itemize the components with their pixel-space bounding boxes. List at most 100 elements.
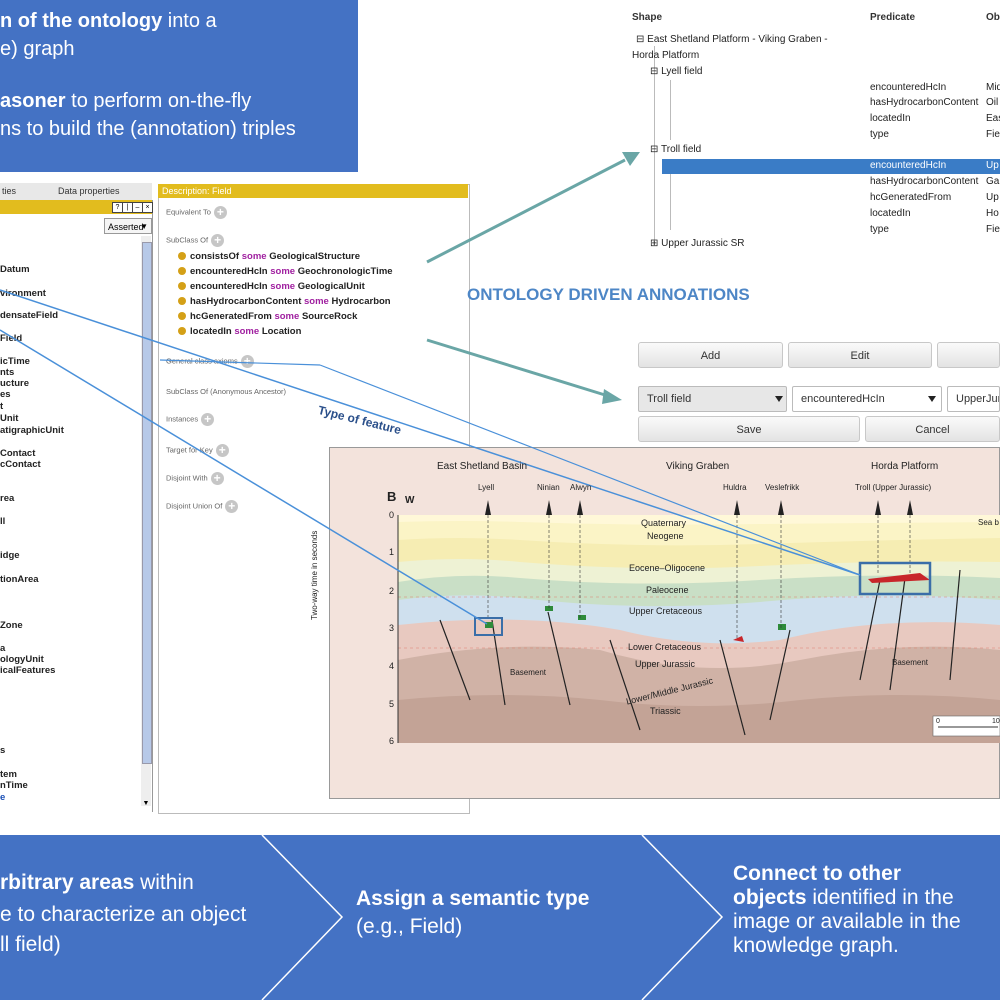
object-cell-selected[interactable]: Up [986, 160, 999, 171]
subclass-anon-section: SubClass Of (Anonymous Ancestor) [166, 387, 287, 396]
add-disjoint-union-icon[interactable]: + [225, 500, 239, 513]
predicate-cell-selected[interactable]: encounteredHcIn [870, 160, 947, 171]
delete-button[interactable] [937, 342, 1000, 368]
class-tree-item[interactable]: ll [0, 516, 6, 527]
tree-node-root[interactable]: ⊟ East Shetland Platform - Viking Graben… [636, 34, 828, 45]
predicate-cell[interactable]: hcGeneratedFrom [870, 192, 952, 203]
class-tree-item[interactable]: atigraphicUnit [0, 425, 64, 436]
add-disjoint-icon[interactable]: + [210, 472, 224, 485]
y-tick: 1 [389, 547, 395, 557]
column-header-object[interactable]: Ob [986, 12, 1000, 23]
class-tree-item[interactable]: cContact [0, 459, 41, 470]
annotation-box-troll[interactable] [858, 561, 932, 596]
layer-label: Eocene–Oligocene [629, 563, 706, 573]
class-tree-item[interactable]: e [0, 792, 6, 803]
class-tree-item[interactable]: idge [0, 550, 20, 561]
step-2-line-1: Assign a semantic type [356, 887, 590, 910]
scroll-down-icon[interactable]: ▼ [142, 800, 150, 807]
add-instance-icon[interactable]: + [201, 413, 215, 426]
axiom-row[interactable]: locatedIn some Location [178, 326, 301, 337]
axiom-row[interactable]: encounteredHcIn some GeochronologicTime [178, 266, 393, 277]
class-tree-item[interactable]: densateField [0, 310, 59, 321]
object-cell[interactable]: Fie [986, 129, 1000, 140]
class-scrollbar-thumb[interactable] [142, 242, 152, 764]
axiom-row[interactable]: hcGeneratedFrom some SourceRock [178, 311, 357, 322]
column-header-predicate[interactable]: Predicate [870, 12, 916, 23]
class-tree-item[interactable]: Field [0, 333, 23, 344]
object-cell[interactable]: Fie [986, 224, 1000, 235]
class-tree-item[interactable]: tionArea [0, 574, 39, 585]
predicate-select[interactable]: encounteredHcIn [792, 386, 942, 412]
class-expression-icon [178, 252, 186, 261]
object-cell[interactable]: Eas [986, 113, 1000, 124]
add-subclass-icon[interactable]: + [211, 234, 225, 247]
class-tree-item[interactable]: es [0, 389, 11, 400]
object-cell[interactable]: Ga [986, 176, 1000, 187]
predicate-cell[interactable]: locatedIn [870, 113, 911, 124]
add-button[interactable]: Add [638, 342, 783, 368]
selected-row-highlight[interactable] [662, 159, 1000, 174]
predicate-cell[interactable]: type [870, 129, 889, 140]
object-cell[interactable]: Up [986, 192, 999, 203]
class-tree-item[interactable]: rea [0, 493, 15, 504]
add-key-icon[interactable]: + [215, 444, 229, 457]
collapse-icon[interactable]: ⊟ [636, 34, 645, 45]
class-tree-item[interactable]: a [0, 643, 6, 654]
close-icon[interactable]: × [142, 202, 153, 213]
sea-bed-label: Sea b [978, 518, 999, 527]
class-tree-item[interactable]: ologyUnit [0, 654, 44, 665]
tree-node-lyell[interactable]: ⊟ Lyell field [650, 66, 703, 77]
process-steps-bar [0, 835, 1000, 1000]
cancel-button[interactable]: Cancel [865, 416, 1000, 442]
add-general-axiom-icon[interactable]: + [240, 355, 254, 368]
collapse-icon[interactable]: ⊟ [650, 144, 659, 155]
tree-node-upper-jurassic-sr[interactable]: ⊞ Upper Jurassic SR [650, 238, 745, 249]
subject-select[interactable]: Troll field [638, 386, 787, 412]
predicate-cell[interactable]: encounteredHcIn [870, 82, 947, 93]
save-button[interactable]: Save [638, 416, 860, 442]
class-tree-item[interactable]: nTime [0, 780, 28, 791]
disjoint-with-section: Disjoint With+ [166, 472, 224, 485]
object-cell[interactable]: Mid [986, 82, 1000, 93]
predicate-cell[interactable]: type [870, 224, 889, 235]
well-icon [485, 500, 491, 515]
annotation-box-lyell[interactable] [474, 617, 503, 636]
object-select[interactable]: UpperJur [947, 386, 1000, 412]
predicate-cell[interactable]: hasHydrocarbonContent [870, 176, 979, 187]
class-tree-item[interactable]: Datum [0, 264, 30, 275]
axiom-class: SourceRock [301, 311, 358, 322]
object-cell[interactable]: Oil [986, 97, 999, 108]
class-tree-item[interactable]: nts [0, 367, 15, 378]
axiom-row[interactable]: consistsOf some GeologicalStructure [178, 251, 360, 262]
tree-guide-line [670, 160, 671, 230]
equivalent-to-label: Equivalent To [166, 207, 211, 217]
expand-icon[interactable]: ⊞ [650, 238, 659, 249]
class-tree-item[interactable]: Zone [0, 620, 23, 631]
predicate-cell[interactable]: locatedIn [870, 208, 911, 219]
collapse-icon[interactable]: ⊟ [650, 66, 659, 77]
arrow-to-tree [426, 158, 626, 264]
class-tree-item[interactable]: t [0, 401, 4, 412]
class-tree-item[interactable]: ucture [0, 378, 30, 389]
class-tree-item[interactable]: Contact [0, 448, 36, 459]
add-equivalent-icon[interactable]: + [213, 206, 227, 219]
class-tree-item[interactable]: Unit [0, 413, 19, 424]
axiom-row[interactable]: encounteredHcIn some GeologicalUnit [178, 281, 365, 292]
axiom-row[interactable]: hasHydrocarbonContent some Hydrocarbon [178, 296, 391, 307]
axiom-property: encounteredHcIn [190, 266, 268, 277]
tab-data-properties[interactable]: Data properties [58, 186, 120, 196]
class-tree-item[interactable]: icalFeatures [0, 665, 56, 676]
object-cell[interactable]: Ho [986, 208, 999, 219]
tab-object-properties[interactable]: ties [2, 186, 17, 196]
class-tree-item[interactable]: s [0, 745, 6, 756]
edit-button[interactable]: Edit [788, 342, 932, 368]
class-tree-item[interactable]: vironment [0, 288, 46, 299]
class-tree-item[interactable]: tem [0, 769, 17, 780]
layer-label: Paleocene [646, 585, 689, 595]
class-tree-item[interactable]: icTime [0, 356, 30, 367]
axiom-property: encounteredHcIn [190, 281, 268, 292]
tree-node-troll[interactable]: ⊟ Troll field [650, 144, 701, 155]
column-header-shape[interactable]: Shape [632, 12, 663, 23]
predicate-cell[interactable]: hasHydrocarbonContent [870, 97, 979, 108]
asserted-dropdown[interactable]: Asserted ▼ [104, 218, 152, 234]
